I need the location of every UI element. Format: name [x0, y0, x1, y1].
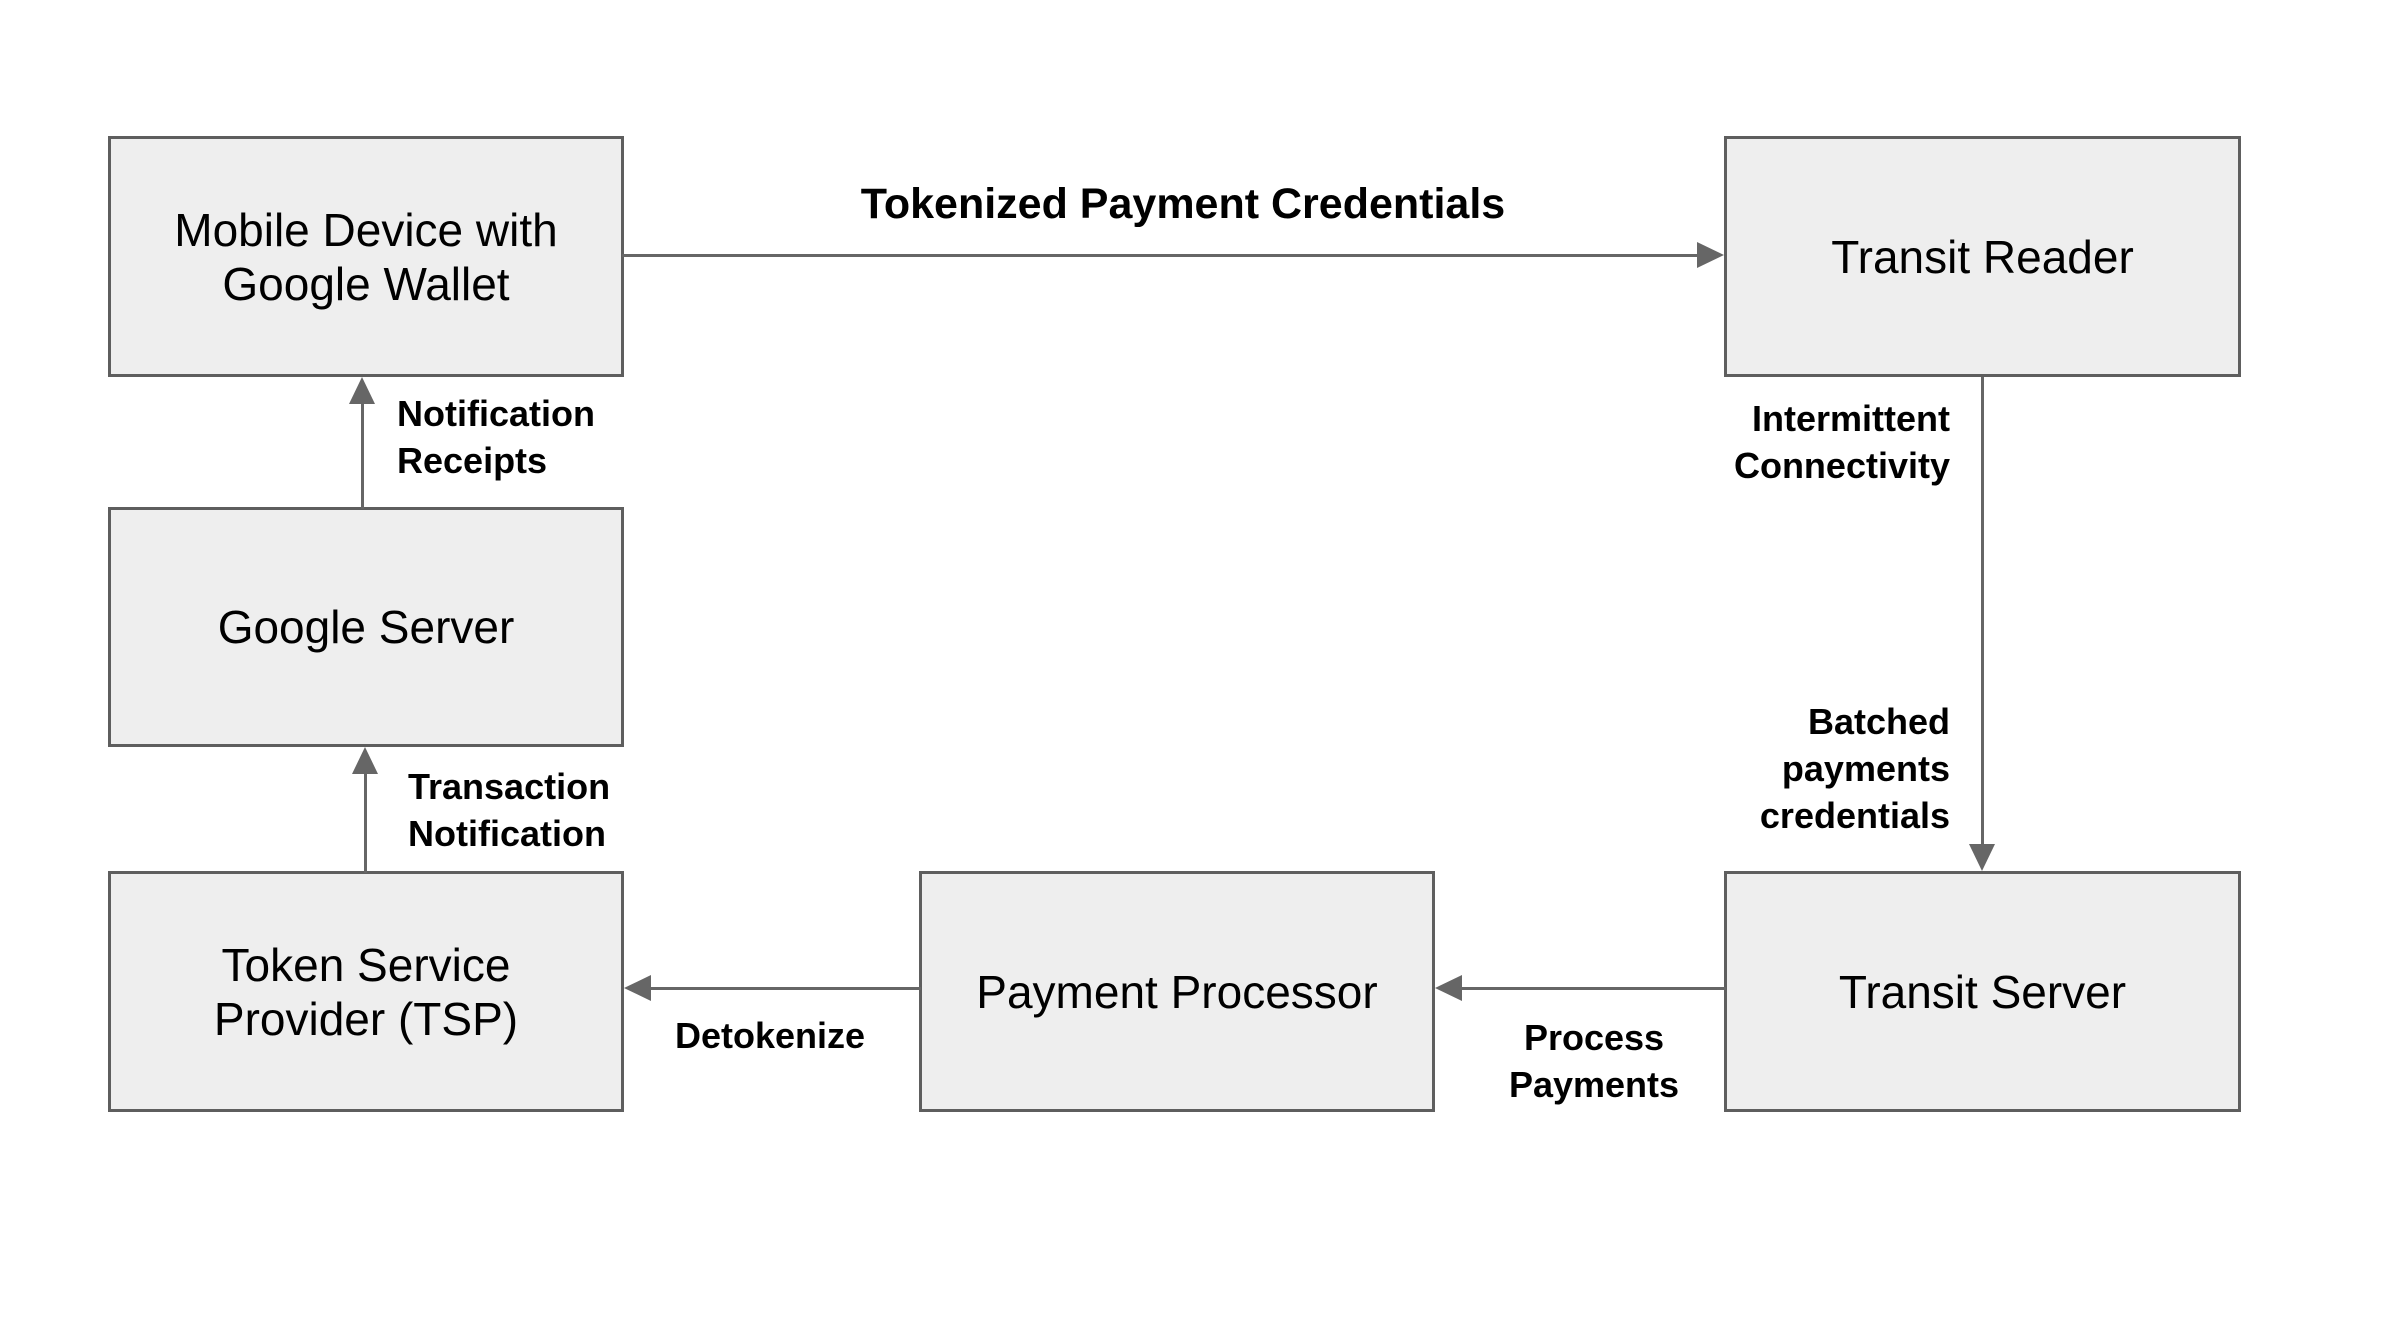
edge-label-line: Connectivity	[1733, 445, 1950, 486]
node-label-payment-processor: Payment Processor	[976, 965, 1377, 1019]
edge-label-line: credentials	[1759, 795, 1950, 836]
arrow-shaft	[361, 403, 364, 509]
node-label-token-service-provider: Token Service Provider (TSP)	[214, 938, 518, 1046]
arrow-shaft	[622, 254, 1698, 257]
edge-label-transaction-notification: Transaction Notification	[408, 763, 610, 857]
edge-label-tokenized-payment-credentials: Tokenized Payment Credentials	[683, 178, 1683, 230]
node-text-line: Provider (TSP)	[213, 992, 519, 1045]
arrow-shaft	[1981, 377, 1984, 845]
node-google-server: Google Server	[108, 507, 624, 747]
node-transit-server: Transit Server	[1724, 871, 2241, 1112]
node-label-mobile-device: Mobile Device with Google Wallet	[174, 203, 557, 311]
node-payment-processor: Payment Processor	[919, 871, 1435, 1112]
arrowhead-down-icon	[1969, 844, 1995, 871]
edge-label-batched-payments-credentials: Batched payments credentials	[1350, 698, 1950, 839]
node-text-line: Google Server	[217, 601, 515, 653]
node-mobile-device-google-wallet: Mobile Device with Google Wallet	[108, 136, 624, 377]
edge-label-process-payments: Process Payments	[1394, 1014, 1794, 1108]
node-label-transit-server: Transit Server	[1839, 965, 2126, 1019]
edge-label-notification-receipts: Notification Receipts	[397, 390, 595, 484]
node-text-line: Transit Server	[1838, 965, 2127, 1018]
node-text-line: Mobile Device with	[174, 203, 558, 256]
arrowhead-left-icon	[1435, 975, 1462, 1001]
edge-label-line: Receipts	[397, 440, 548, 481]
edge-label-line: Tokenized Payment Credentials	[860, 180, 1506, 228]
node-text-line: Token Service	[221, 938, 511, 991]
node-text-line: Google Wallet	[222, 257, 510, 310]
edge-label-intermittent-connectivity: Intermittent Connectivity	[1350, 395, 1950, 489]
arrowhead-up-icon	[352, 747, 378, 774]
arrowhead-left-icon	[624, 975, 651, 1001]
edge-label-line: Batched	[1807, 701, 1950, 742]
edge-label-line: Process	[1523, 1017, 1665, 1058]
arrow-shaft	[651, 987, 921, 990]
node-transit-reader: Transit Reader	[1724, 136, 2241, 377]
edge-label-line: Payments	[1508, 1064, 1680, 1105]
edge-label-line: Notification	[408, 813, 606, 854]
node-label-transit-reader: Transit Reader	[1831, 230, 2134, 284]
node-token-service-provider: Token Service Provider (TSP)	[108, 871, 624, 1112]
arrow-shaft	[364, 773, 367, 873]
edge-label-line: Notification	[397, 393, 595, 434]
edge-label-line: payments	[1781, 748, 1950, 789]
arrowhead-up-icon	[349, 377, 375, 404]
edge-label-detokenize: Detokenize	[570, 1012, 970, 1059]
arrowhead-right-icon	[1697, 242, 1724, 268]
edge-label-line: Transaction	[408, 766, 611, 807]
node-label-google-server: Google Server	[218, 600, 515, 654]
arrow-shaft	[1462, 987, 1726, 990]
node-text-line: Transit Reader	[1831, 230, 2134, 283]
edge-label-line: Detokenize	[674, 1015, 866, 1056]
edge-label-line: Intermittent	[1752, 398, 1950, 439]
node-text-line: Payment Processor	[976, 965, 1378, 1018]
